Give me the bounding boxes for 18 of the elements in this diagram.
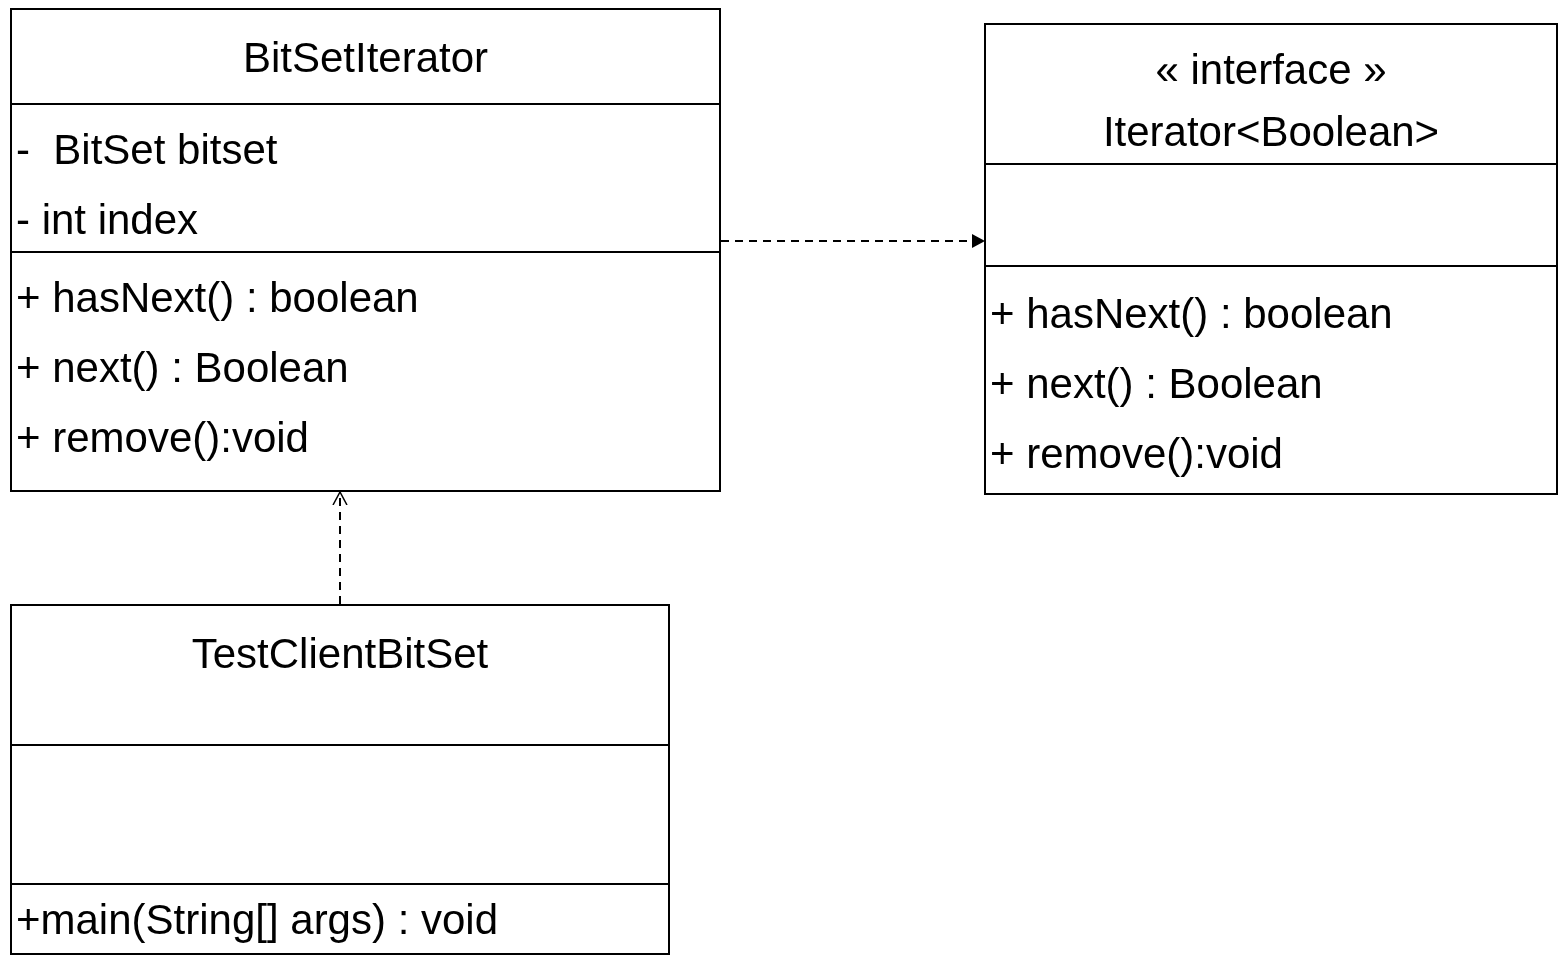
method-text: + next() : Boolean — [990, 359, 1323, 409]
class-box — [984, 23, 1558, 495]
method-text: +main(String[] args) : void — [16, 895, 498, 945]
dependency-arrow — [720, 234, 985, 248]
attribute-text: - BitSet bitset — [16, 125, 278, 175]
method-text: + remove():void — [990, 429, 1283, 479]
method-text: + hasNext() : boolean — [16, 273, 419, 323]
class-box — [10, 604, 670, 955]
attribute-text: - int index — [16, 195, 199, 245]
dependency-arrow — [332, 491, 348, 605]
method-text: + hasNext() : boolean — [990, 289, 1393, 339]
class-name: Iterator<Boolean> — [1102, 107, 1440, 157]
class-name: BitSetIterator — [242, 33, 489, 83]
method-text: + remove():void — [16, 413, 309, 463]
method-text: + next() : Boolean — [16, 343, 349, 393]
class-name: TestClientBitSet — [191, 629, 489, 679]
class-box — [10, 8, 721, 492]
class-name: « interface » — [1155, 45, 1387, 95]
